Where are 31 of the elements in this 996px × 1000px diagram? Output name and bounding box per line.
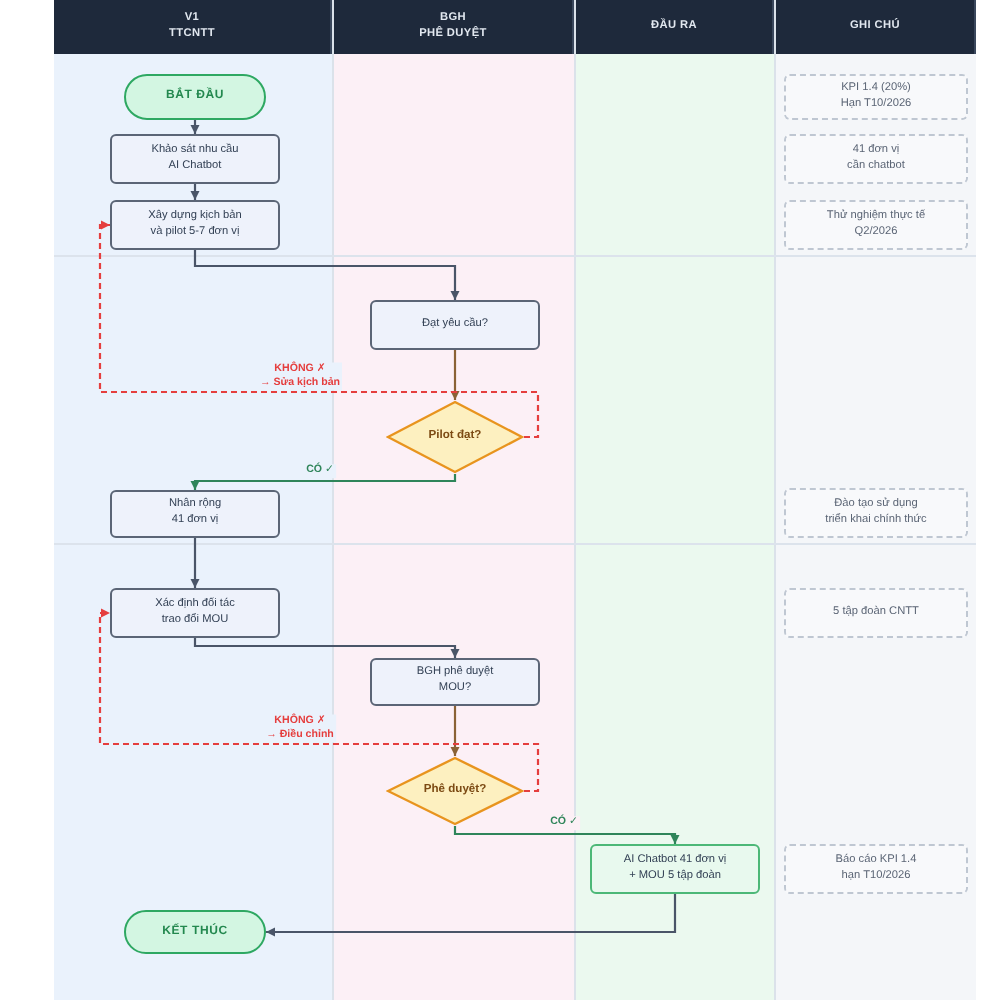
dashed-arrow (98, 220, 540, 439)
arrow (266, 894, 677, 937)
terminal-pill (124, 74, 266, 120)
process-box (370, 658, 540, 706)
arrow (450, 350, 460, 400)
note-box (784, 134, 968, 184)
process-box (110, 588, 280, 638)
arrow (190, 474, 457, 490)
process-box (110, 134, 280, 184)
note-box (784, 844, 968, 894)
arrow (190, 538, 200, 588)
arrow (190, 120, 200, 134)
decision-diamond (386, 400, 524, 474)
process-box (110, 490, 280, 538)
decision-diamond (386, 756, 524, 826)
arrow (190, 184, 200, 200)
note-box (784, 488, 968, 538)
note-box (784, 200, 968, 250)
process-box (110, 200, 280, 250)
arrow (450, 706, 460, 756)
note-box (784, 74, 968, 120)
note-box (784, 588, 968, 638)
process-box (370, 300, 540, 350)
dashed-arrow (98, 608, 540, 793)
arrow (453, 826, 680, 844)
output-box (590, 844, 760, 894)
swimlane (776, 0, 976, 1000)
arrow (193, 250, 460, 300)
terminal-pill (124, 910, 266, 954)
swimlane (576, 0, 776, 1000)
arrow (193, 638, 460, 658)
